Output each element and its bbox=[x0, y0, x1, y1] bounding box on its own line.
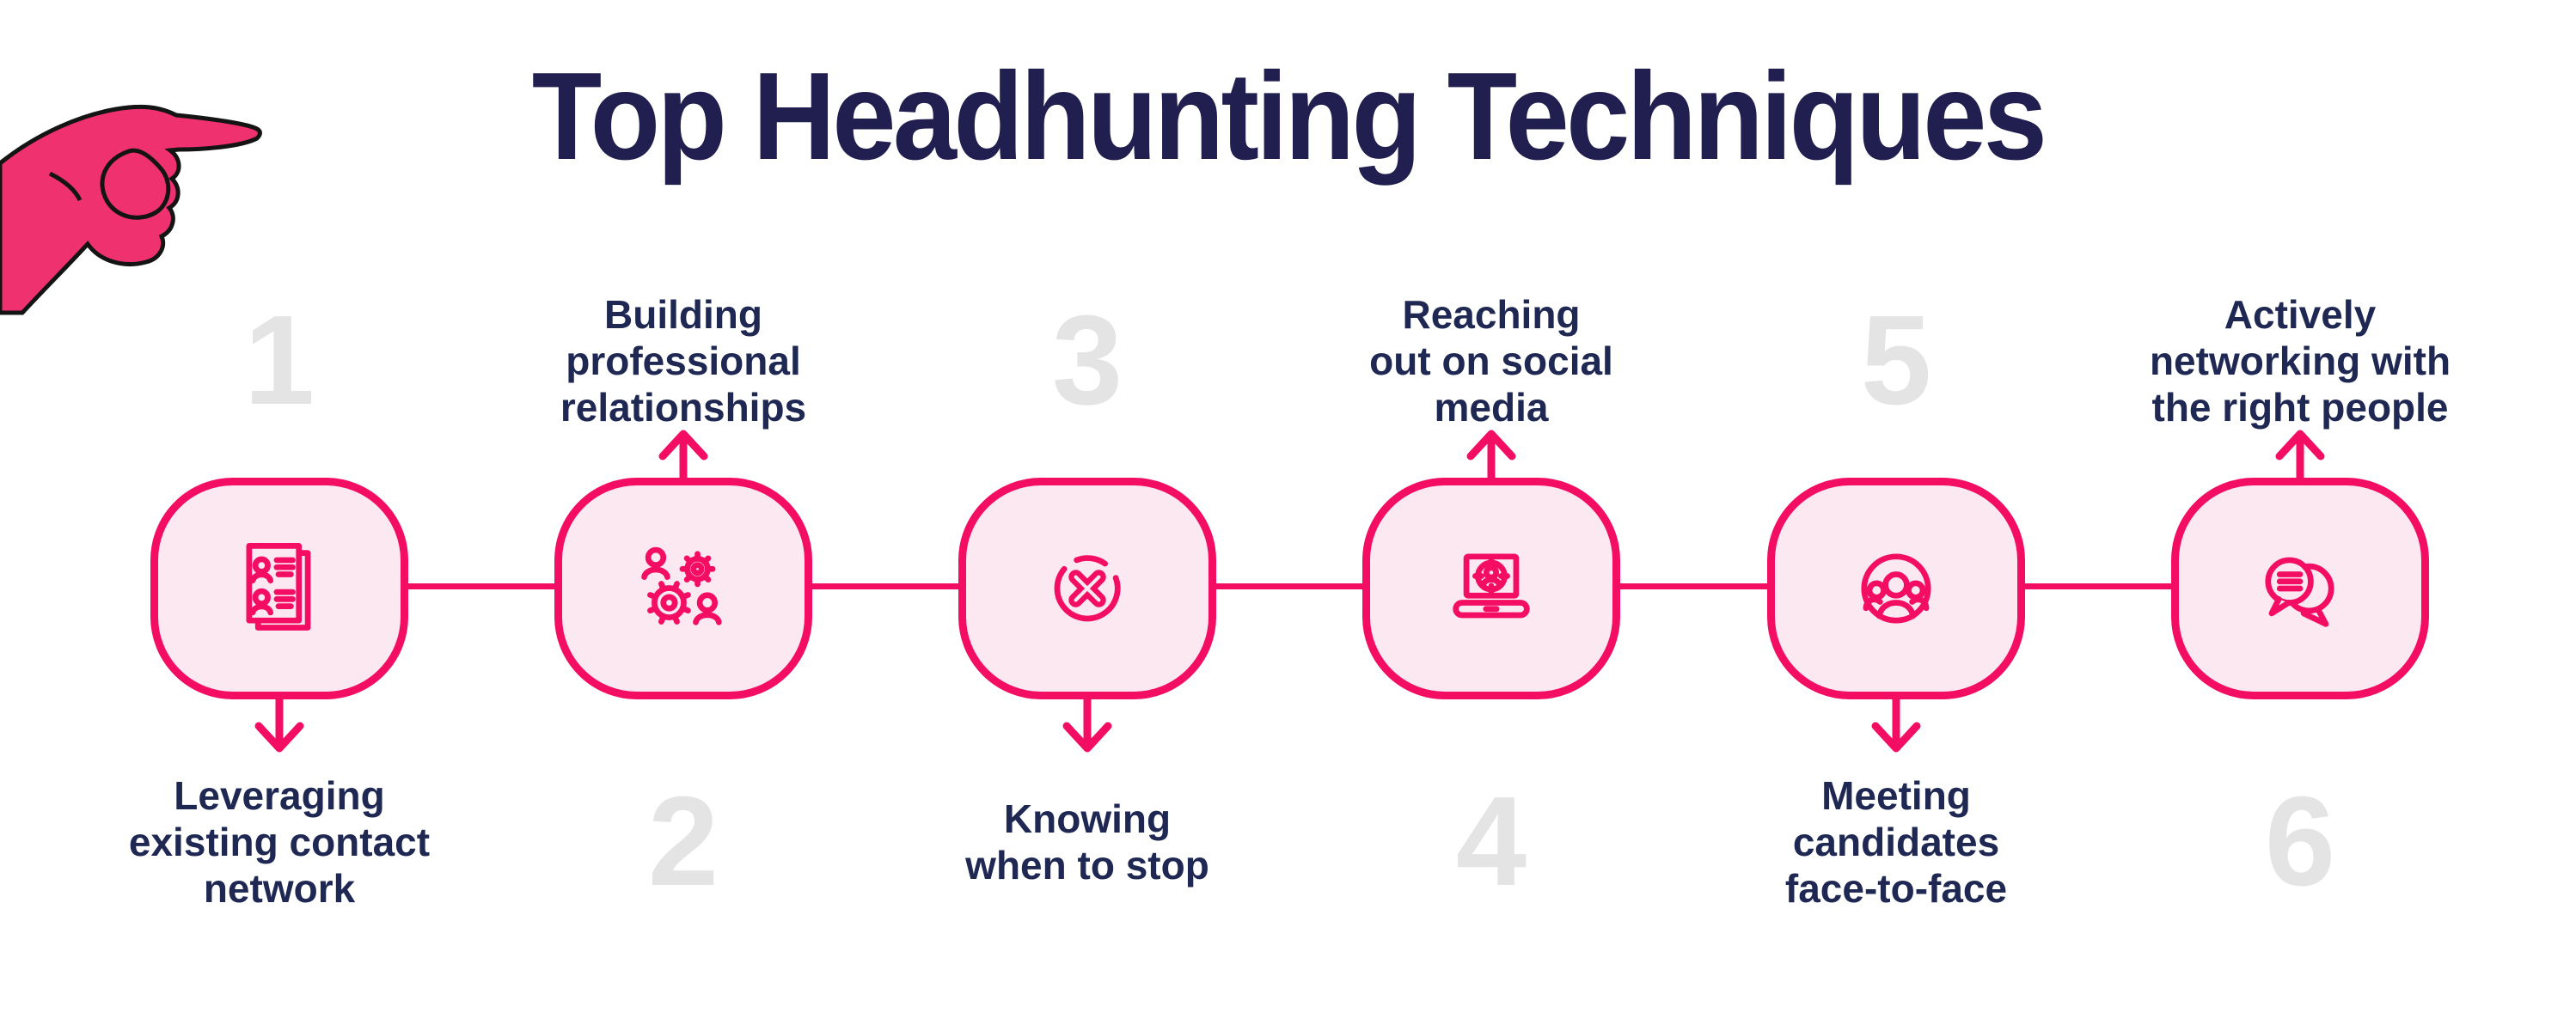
arrow-down-icon bbox=[254, 699, 304, 753]
label-line: professional bbox=[566, 339, 801, 383]
contact-list-icon bbox=[246, 543, 311, 631]
step-6-box bbox=[2171, 478, 2429, 699]
gears-people-icon bbox=[641, 546, 722, 625]
arrow-up-icon bbox=[658, 430, 708, 480]
step-2: Building professional relationships bbox=[481, 0, 885, 1031]
label-line: Building bbox=[604, 292, 762, 337]
step-5-number-area: 5 bbox=[1694, 289, 2098, 433]
step-3: 3 Knowing when to stop bbox=[885, 0, 1289, 1031]
step-2-label: Building professional relationships bbox=[481, 289, 885, 433]
pointing-hand-illustration bbox=[0, 96, 268, 318]
step-6-label: Actively networking with the right peopl… bbox=[2098, 289, 2502, 433]
step-4-box bbox=[1362, 478, 1620, 699]
people-group-icon bbox=[1861, 553, 1931, 624]
step-5-box bbox=[1767, 478, 2025, 699]
label-line: Knowing bbox=[1003, 796, 1172, 841]
connector-line bbox=[279, 583, 2300, 589]
step-1: 1 Leveraging existing contact network bbox=[77, 0, 481, 1031]
step-5-label: Meeting candidates face-to-face bbox=[1694, 772, 2098, 912]
step-3-box bbox=[958, 478, 1216, 699]
label-line: when to stop bbox=[965, 843, 1209, 888]
step-4: Reaching out on social media 4 bbox=[1289, 0, 1693, 1031]
label-line: out on social bbox=[1369, 339, 1613, 383]
label-line: Actively bbox=[2224, 292, 2377, 337]
label-line: Leveraging bbox=[174, 773, 385, 818]
step-1-number-area: 1 bbox=[77, 289, 481, 433]
step-6: Actively networking with the right peopl… bbox=[2098, 0, 2502, 1031]
step-number: 2 bbox=[647, 771, 719, 912]
step-number: 6 bbox=[2264, 771, 2336, 912]
chat-bubbles-icon bbox=[2265, 557, 2334, 627]
arrow-down-icon bbox=[1871, 699, 1921, 753]
arrow-down-icon bbox=[1062, 699, 1112, 753]
label-line: Meeting bbox=[1821, 773, 1971, 818]
laptop-target-icon bbox=[1453, 553, 1530, 619]
step-4-label: Reaching out on social media bbox=[1289, 289, 1693, 433]
label-line: candidates bbox=[1792, 820, 2000, 864]
step-6-number-area: 6 bbox=[2098, 772, 2502, 912]
label-line: face-to-face bbox=[1784, 866, 2008, 911]
step-number: 3 bbox=[1051, 290, 1123, 431]
step-number: 5 bbox=[1860, 290, 1932, 431]
label-line: networking with bbox=[2149, 339, 2451, 383]
label-line: relationships bbox=[560, 385, 807, 430]
x-circle-icon bbox=[1054, 555, 1121, 622]
step-1-label: Leveraging existing contact network bbox=[77, 772, 481, 912]
step-number: 1 bbox=[243, 290, 315, 431]
step-1-box bbox=[150, 478, 408, 699]
step-3-label: Knowing when to stop bbox=[885, 772, 1289, 912]
pointing-hand-icon bbox=[0, 104, 262, 315]
label-line: network bbox=[203, 866, 356, 911]
step-2-number-area: 2 bbox=[481, 772, 885, 912]
step-4-number-area: 4 bbox=[1289, 772, 1693, 912]
step-5: 5 Meeting candidates face-to-face bbox=[1694, 0, 2098, 1031]
step-2-box bbox=[554, 478, 812, 699]
step-number: 4 bbox=[1455, 771, 1527, 912]
label-line: the right people bbox=[2151, 385, 2449, 430]
label-line: media bbox=[1434, 385, 1549, 430]
label-line: existing contact bbox=[128, 820, 431, 864]
arrow-up-icon bbox=[1466, 430, 1516, 480]
label-line: Reaching bbox=[1402, 292, 1581, 337]
step-3-number-area: 3 bbox=[885, 289, 1289, 433]
arrow-up-icon bbox=[2275, 430, 2325, 480]
page-title: Top Headhunting Techniques bbox=[531, 46, 2047, 186]
